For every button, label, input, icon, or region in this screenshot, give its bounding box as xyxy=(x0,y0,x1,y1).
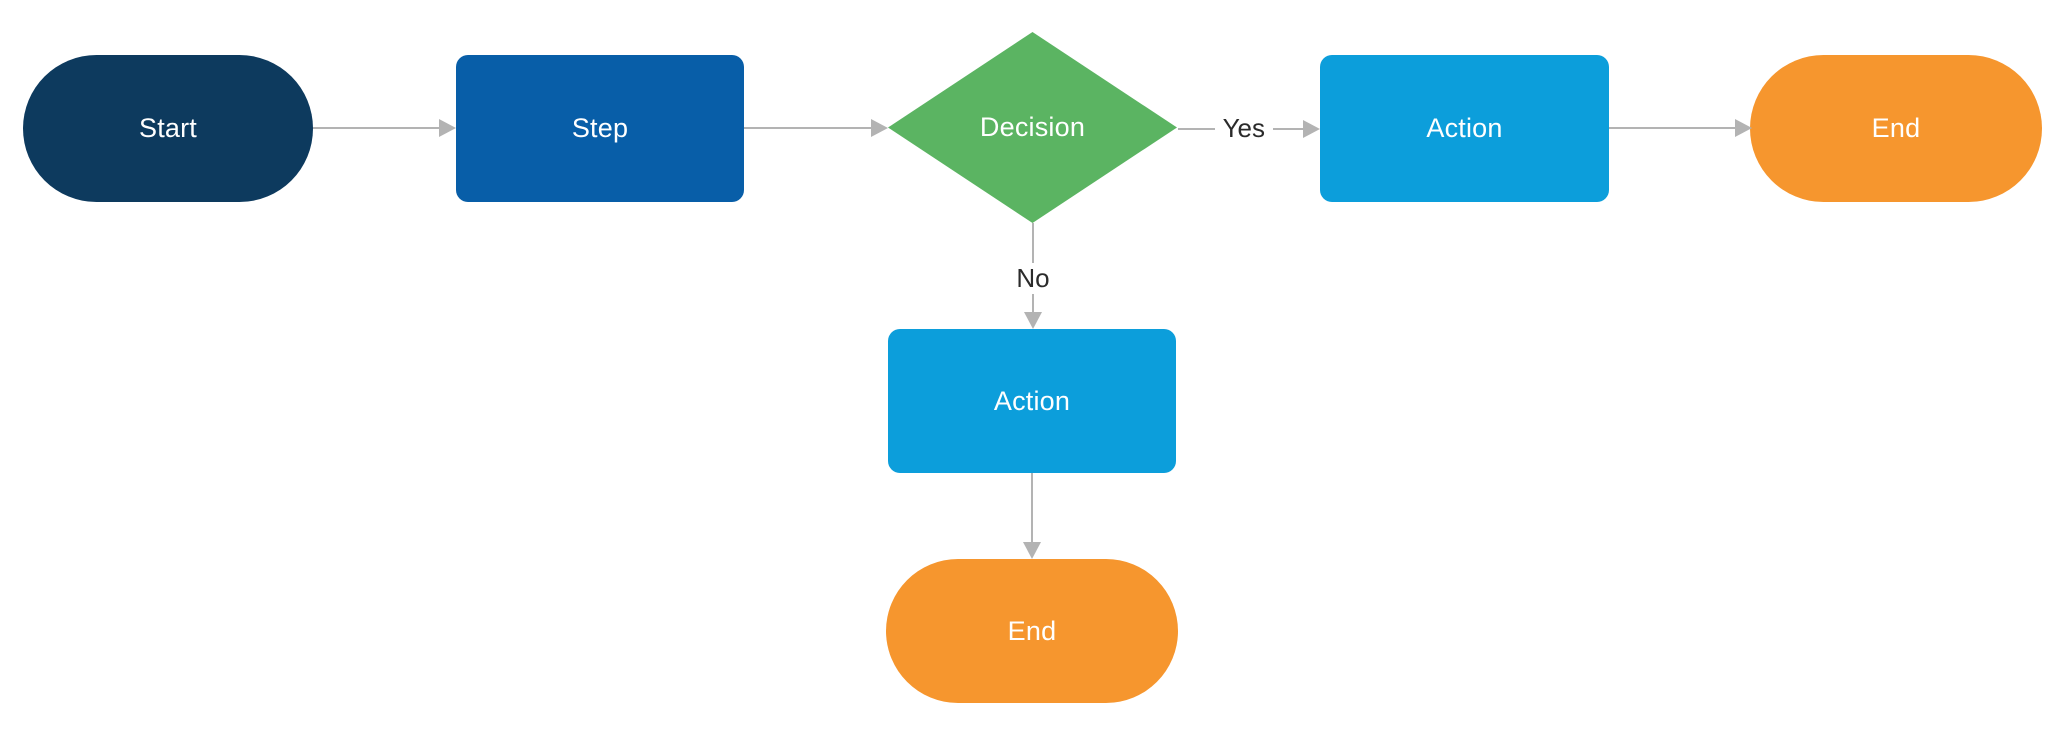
edge-line xyxy=(744,127,871,129)
arrowhead-right-icon xyxy=(1735,119,1752,137)
node-action-no[interactable]: Action xyxy=(888,329,1176,473)
node-start-label: Start xyxy=(138,113,198,143)
arrowhead-down-icon xyxy=(1023,542,1041,559)
node-step-label: Step xyxy=(571,113,629,143)
node-end-no[interactable]: End xyxy=(886,559,1178,703)
node-start[interactable]: Start xyxy=(23,55,313,202)
edge-decision-action-no: No xyxy=(1002,223,1064,329)
edge-line xyxy=(1178,128,1215,130)
node-action-yes[interactable]: Action xyxy=(1320,55,1609,202)
edge-action-yes-end-yes xyxy=(1609,119,1752,137)
edge-line xyxy=(1609,127,1735,129)
edge-label-no: No xyxy=(1016,263,1050,294)
node-end-yes[interactable]: End xyxy=(1750,55,2042,202)
edge-line xyxy=(1032,294,1034,312)
edge-label-yes: Yes xyxy=(1222,113,1265,144)
node-end-yes-label: End xyxy=(1871,113,1921,143)
edge-action-no-end-no xyxy=(1023,473,1041,559)
edge-line xyxy=(1273,128,1303,130)
node-decision[interactable]: Decision xyxy=(888,32,1177,223)
edge-line xyxy=(313,127,439,129)
arrowhead-down-icon xyxy=(1024,312,1042,329)
edge-decision-action-yes: Yes xyxy=(1178,113,1320,144)
node-action-yes-label: Action xyxy=(1426,113,1503,143)
node-decision-label: Decision xyxy=(979,112,1086,142)
edge-line xyxy=(1031,473,1033,542)
edge-start-step xyxy=(313,119,456,137)
node-step[interactable]: Step xyxy=(456,55,744,202)
node-action-no-label: Action xyxy=(993,385,1071,416)
edge-line xyxy=(1032,223,1034,264)
arrowhead-right-icon xyxy=(871,119,888,137)
node-end-no-label: End xyxy=(1007,615,1057,646)
arrowhead-right-icon xyxy=(1303,120,1320,138)
edge-step-decision xyxy=(744,119,888,137)
arrowhead-right-icon xyxy=(439,119,456,137)
